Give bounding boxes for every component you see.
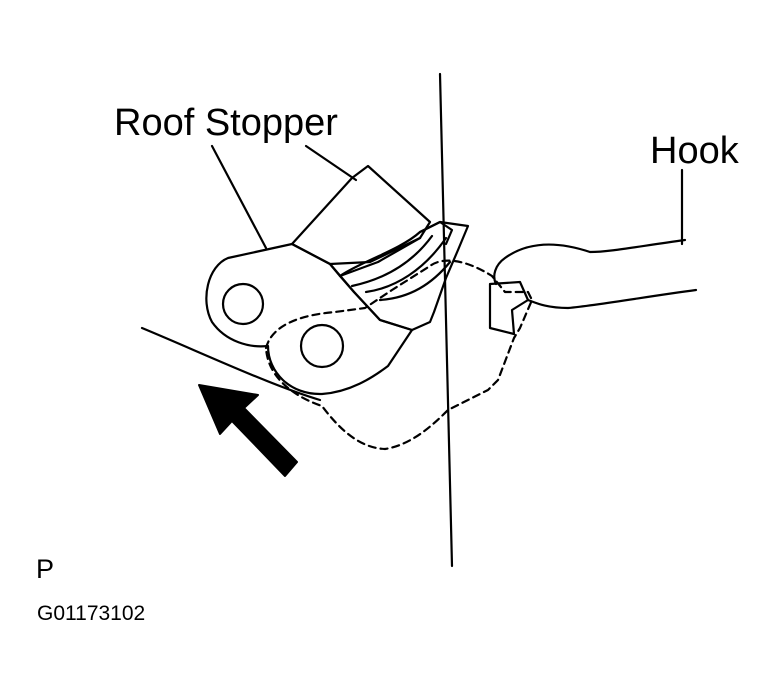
mounting-hole-upper [221, 282, 265, 326]
stopper-curve-inner-1 [350, 234, 434, 288]
hook-tip [488, 280, 530, 336]
view-letter-label: P [36, 554, 55, 584]
stopper-block-side [328, 236, 422, 278]
body-panel-edge [140, 326, 322, 402]
hook-retainer-dashed-outline [264, 259, 534, 451]
hook-arm [493, 238, 687, 286]
vertical-reference-line [438, 72, 454, 568]
hook-arm-lower [526, 288, 698, 310]
stopper-lip [418, 220, 454, 246]
roof-stopper-leader-2 [304, 144, 358, 182]
arrow-up-left-icon [198, 384, 298, 477]
figure-id-label: G01173102 [37, 602, 146, 625]
roof-stopper-leader-1 [210, 144, 268, 250]
stopper-block [290, 164, 432, 266]
roof-stopper-label: Roof Stopper [114, 102, 338, 144]
stopper-curve-inner-3 [378, 260, 452, 302]
mounting-hole-lower [299, 323, 345, 369]
roof-stopper-base-plate [205, 242, 414, 396]
hook-label: Hook [650, 130, 739, 172]
stopper-curve-inner-2 [364, 236, 448, 294]
